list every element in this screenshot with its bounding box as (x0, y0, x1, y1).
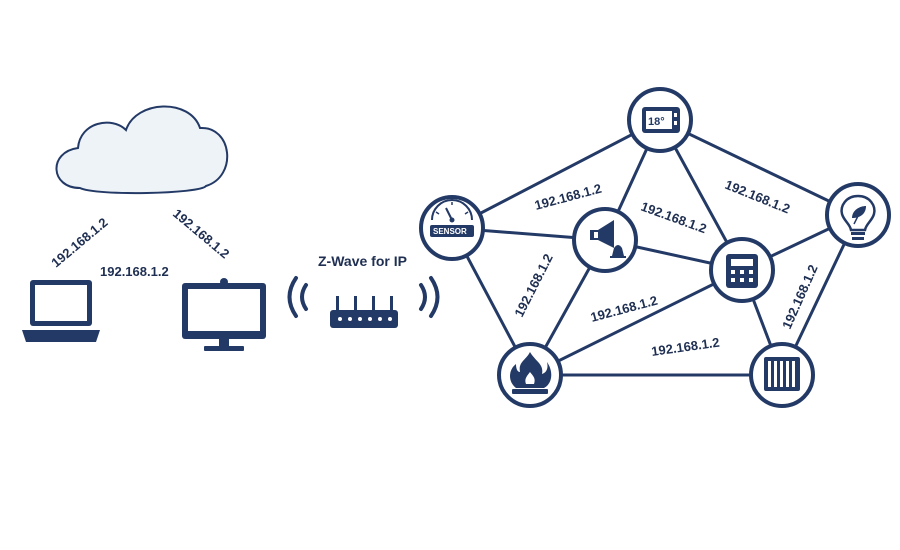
diagram-title: Z-Wave for IP (318, 253, 407, 269)
siren-icon (590, 220, 626, 258)
ip-label-siren-keypad: 192.168.1.2 (639, 199, 709, 237)
bulb-icon (840, 194, 876, 240)
thermostat-display-text: 18° (648, 116, 665, 128)
ip-label-sensor-fire: 192.168.1.2 (511, 251, 556, 319)
monitor-icon (182, 278, 266, 351)
ip-label-cloud-laptop: 192.168.1.2 (48, 215, 110, 271)
bulb-node (825, 182, 891, 248)
fire-node (497, 342, 563, 408)
radiator-icon (764, 357, 800, 391)
sensor-label-text: SENSOR (433, 227, 467, 236)
wifi-waves-left-icon (287, 276, 308, 318)
ip-label-laptop-monitor: 192.168.1.2 (100, 264, 169, 279)
router-icon (330, 296, 398, 328)
laptop-icon (22, 280, 100, 342)
siren-node (572, 207, 638, 273)
ip-label-bulb-radiator: 192.168.1.2 (779, 262, 821, 331)
thermostat-node: 18° (627, 87, 693, 153)
sensor-node: SENSOR (419, 195, 485, 261)
sensor-gauge-icon: SENSOR (430, 199, 474, 237)
ip-label-fire-keypad: 192.168.1.2 (589, 293, 659, 325)
ip-label-cloud-monitor: 192.168.1.2 (170, 206, 232, 262)
wifi-waves-right-icon (419, 276, 440, 318)
ip-label-fire-radiator: 192.168.1.2 (650, 335, 720, 359)
mesh-edges (450, 118, 860, 377)
cloud-icon (55, 105, 229, 195)
thermostat-icon: 18° (642, 107, 680, 133)
ip-label-sensor-thermostat: 192.168.1.2 (533, 181, 603, 213)
radiator-node (749, 342, 815, 408)
keypad-node (709, 237, 775, 303)
fire-alarm-icon (510, 352, 552, 394)
keypad-icon (726, 254, 758, 288)
ip-label-thermostat-bulb: 192.168.1.2 (723, 177, 792, 217)
